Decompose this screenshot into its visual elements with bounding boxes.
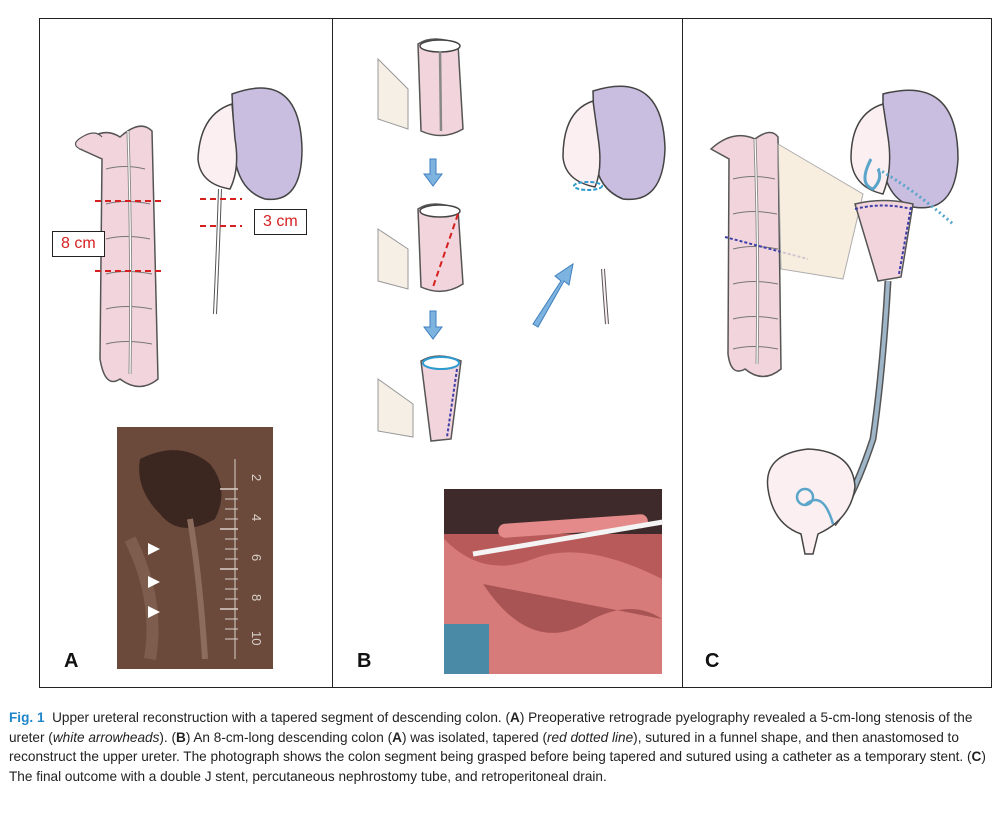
colon-funnel-step-3	[377, 355, 462, 442]
caption-text: ). (	[159, 729, 176, 745]
caption-panel-ref: A	[392, 729, 402, 745]
panel-b-illustration	[377, 38, 666, 674]
ruler-number: 2	[249, 474, 264, 481]
white-arrowhead-icon	[148, 606, 160, 618]
colon-segment-illustration	[74, 125, 159, 388]
surgical-photograph	[444, 489, 664, 674]
ruler-number: 10	[249, 631, 264, 645]
figure-frame: 2 4 6 8 10 8 cm 3 cm A	[39, 18, 992, 688]
xray-ruler: 2 4 6 8 10	[220, 459, 264, 659]
colon-length-label: 8 cm	[52, 231, 105, 257]
kidney-illustration	[197, 87, 303, 315]
arrow-down-icon	[423, 310, 443, 340]
caption-text: ), sutured in a funnel shape, and then a…	[9, 729, 972, 765]
panel-a-illustration: 2 4 6 8 10	[74, 87, 303, 669]
caption-panel-ref: A	[509, 710, 520, 725]
ureter-length-label: 3 cm	[254, 209, 307, 235]
panel-c: C	[682, 19, 992, 687]
white-arrowhead-icon	[148, 543, 160, 555]
kidney-illustration-b	[562, 85, 666, 201]
panel-b: B	[332, 19, 683, 687]
panel-c-illustration	[709, 89, 959, 555]
caption-text: ) The final outcome with a double J sten…	[9, 749, 986, 784]
colon-illustration-c	[709, 131, 809, 378]
caption-emphasis: red dotted line	[547, 729, 634, 745]
ruler-number: 8	[249, 594, 264, 601]
white-arrowhead-icon	[148, 576, 160, 588]
caption-text: ) was isolated, tapered (	[401, 729, 548, 745]
ruler-number: 6	[249, 554, 264, 561]
colon-segment-step-1	[377, 38, 464, 137]
colon-segment-step-2	[377, 203, 464, 293]
panel-letter-b: B	[357, 650, 372, 672]
caption-text: ) Preoperative retrograde pyelography re…	[9, 710, 973, 745]
arrow-diagonal-icon	[532, 262, 574, 328]
caption-text: ) An 8-cm-long descending colon (	[185, 729, 393, 745]
figure-number: Fig. 1	[9, 710, 45, 725]
panel-letter-c: C	[705, 650, 720, 672]
caption-text: Upper ureteral reconstruction with a tap…	[52, 710, 510, 725]
caption-emphasis: white arrowheads	[52, 729, 160, 745]
caption-panel-ref: B	[175, 729, 186, 745]
figure-caption: Fig. 1 Upper ureteral reconstruction wit…	[9, 708, 989, 786]
kidney-illustration-c	[850, 89, 959, 209]
arrow-down-icon	[423, 158, 443, 187]
caption-panel-ref: C	[971, 749, 982, 764]
ruler-number: 4	[249, 514, 264, 521]
panel-letter-a: A	[64, 650, 79, 672]
panel-a: 2 4 6 8 10 8 cm 3 cm A	[40, 19, 332, 687]
